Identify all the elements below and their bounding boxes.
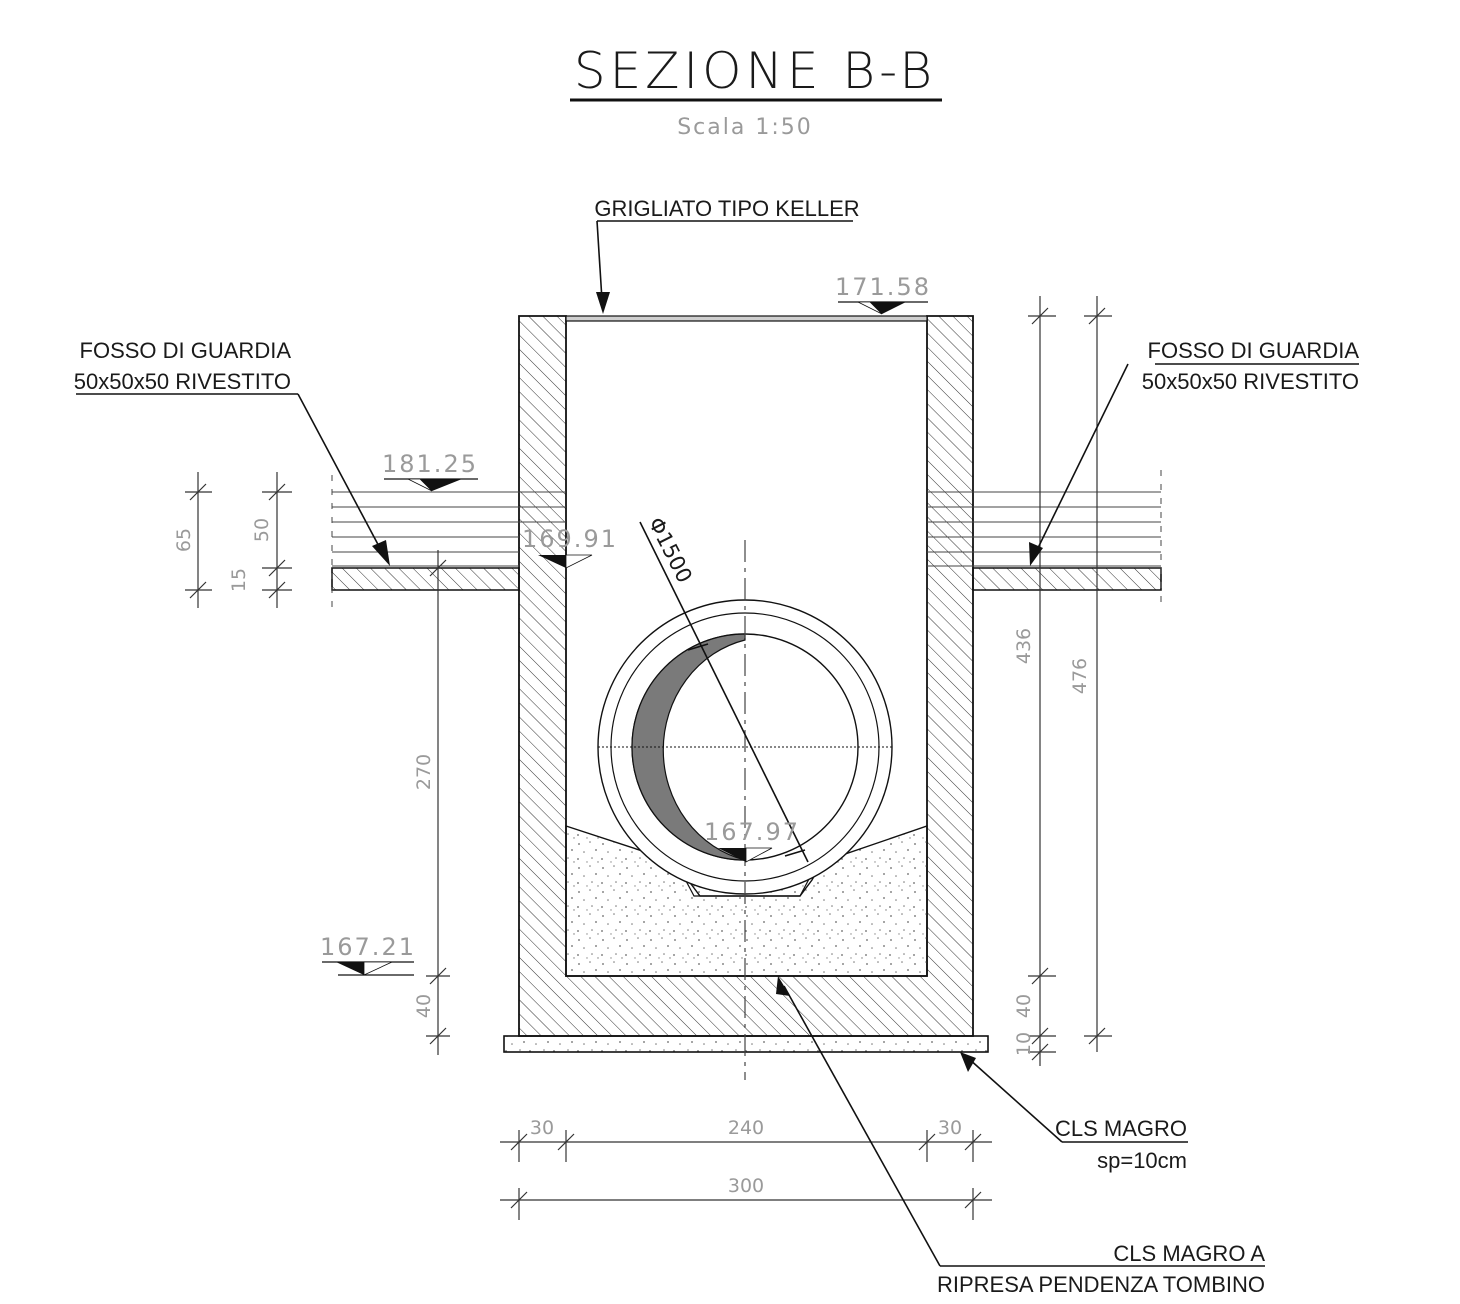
dim-left-65: 65 bbox=[173, 472, 212, 608]
dim-inner-width-label: 240 bbox=[728, 1117, 764, 1139]
elevation-top: 171.58 bbox=[835, 273, 931, 315]
label-ditch-right-1: FOSSO DI GUARDIA bbox=[1148, 338, 1360, 363]
label-cls-magro-2: sp=10cm bbox=[1097, 1148, 1187, 1173]
elevation-top-value: 171.58 bbox=[835, 273, 931, 301]
callout-ditch-left: FOSSO DI GUARDIA 50x50x50 RIVESTITO bbox=[74, 338, 390, 566]
dim-left-65-label: 65 bbox=[173, 528, 195, 552]
callout-cls-ripresa: CLS MAGRO A RIPRESA PENDENZA TOMBINO bbox=[776, 976, 1265, 1297]
elevation-ground-value: 181.25 bbox=[382, 450, 478, 478]
elevation-foundation-value: 167.21 bbox=[320, 933, 416, 961]
dim-wall-left-label: 30 bbox=[530, 1117, 554, 1139]
dim-left-15-label: 15 bbox=[228, 568, 250, 592]
pipe-wall-section bbox=[631, 633, 746, 861]
elevation-foundation: 167.21 bbox=[320, 933, 416, 976]
dim-436-label: 436 bbox=[1013, 628, 1035, 664]
label-cls-ripresa-1: CLS MAGRO A bbox=[1113, 1241, 1265, 1266]
label-grating: GRIGLIATO TIPO KELLER bbox=[594, 196, 859, 221]
dim-bottom-widths: 30 240 30 bbox=[500, 1117, 992, 1162]
elevation-invert: 167.97 bbox=[704, 818, 800, 863]
label-cls-magro-1: CLS MAGRO bbox=[1055, 1116, 1187, 1141]
dim-bottom-total: 300 bbox=[500, 1175, 992, 1220]
keller-grating bbox=[565, 315, 928, 322]
ditch-slab-left bbox=[331, 567, 520, 591]
dim-270-label: 270 bbox=[413, 754, 435, 790]
dim-476-label: 476 bbox=[1069, 658, 1091, 694]
callout-ditch-right: FOSSO DI GUARDIA 50x50x50 RIVESTITO bbox=[1029, 338, 1359, 566]
drawing-title: SEZIONE B-B bbox=[574, 42, 936, 100]
dim-40-left-label: 40 bbox=[413, 994, 435, 1018]
drawing-scale: Scala 1:50 bbox=[677, 115, 813, 140]
dim-right-476: 476 bbox=[1069, 296, 1112, 1052]
dim-depth-270-40: 270 40 bbox=[413, 550, 450, 1055]
elevation-ditch: 169.91 bbox=[522, 525, 618, 569]
dim-right-436: 436 40 10 bbox=[1013, 296, 1056, 1066]
label-ditch-right-2: 50x50x50 RIVESTITO bbox=[1142, 369, 1359, 394]
label-cls-ripresa-2: RIPRESA PENDENZA TOMBINO bbox=[937, 1272, 1265, 1297]
elevation-ditch-value: 169.91 bbox=[522, 525, 618, 553]
label-ditch-left-2: 50x50x50 RIVESTITO bbox=[74, 369, 291, 394]
dim-wall-right-label: 30 bbox=[938, 1117, 962, 1139]
dim-10-label: 10 bbox=[1013, 1032, 1035, 1056]
dim-40-right-label: 40 bbox=[1013, 994, 1035, 1018]
ground-layers-left bbox=[331, 475, 566, 610]
dim-total-width-label: 300 bbox=[728, 1175, 764, 1197]
dim-left-50-15: 50 15 bbox=[228, 472, 292, 608]
callout-grating: GRIGLIATO TIPO KELLER bbox=[594, 196, 860, 314]
pipe-diameter-label: Φ1500 bbox=[644, 513, 697, 586]
dim-left-50-label: 50 bbox=[251, 518, 273, 542]
label-ditch-left-1: FOSSO DI GUARDIA bbox=[80, 338, 292, 363]
elevation-invert-value: 167.97 bbox=[704, 818, 800, 846]
lean-concrete-base bbox=[503, 1035, 989, 1053]
elevation-ground: 181.25 bbox=[382, 450, 478, 492]
ditch-slab-right bbox=[972, 567, 1162, 591]
diameter-leader bbox=[639, 521, 809, 863]
callout-cls-magro: CLS MAGRO sp=10cm bbox=[960, 1052, 1188, 1173]
